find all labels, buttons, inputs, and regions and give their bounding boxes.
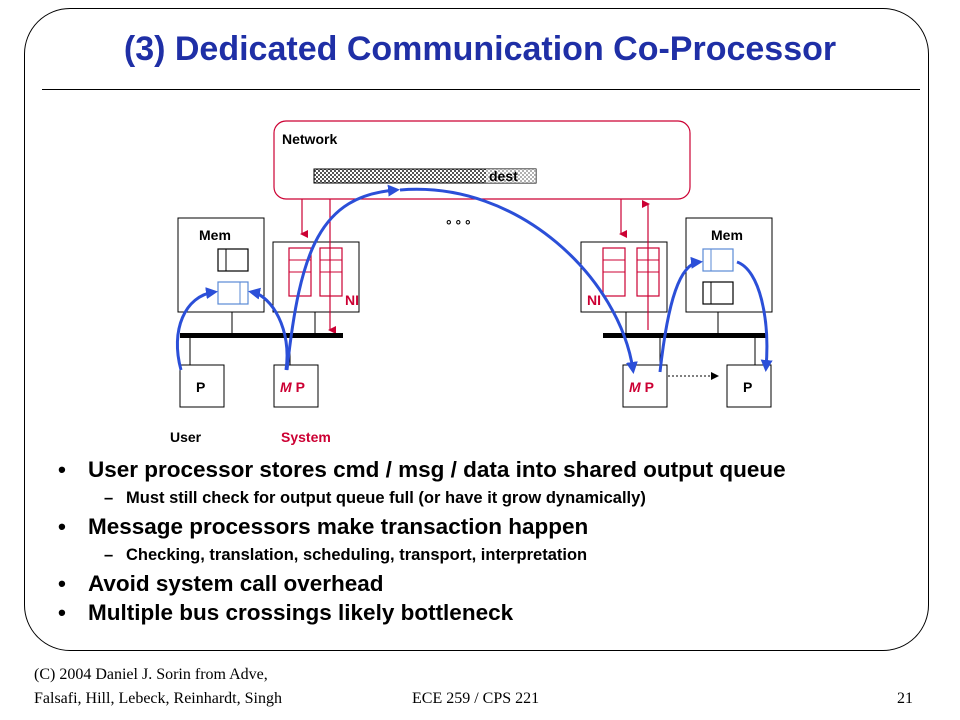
left-mp-p-label: P bbox=[296, 379, 305, 395]
network-label: Network bbox=[282, 131, 337, 147]
sub-bullet-item: –Must still check for output queue full … bbox=[58, 484, 928, 512]
slide-frame bbox=[24, 8, 929, 651]
right-input-queue bbox=[702, 248, 734, 272]
network-deliver-arrow bbox=[399, 187, 638, 374]
bullet-item: • User processor stores cmd / msg / data … bbox=[58, 455, 928, 484]
left-output-queue bbox=[217, 281, 249, 305]
footer-copyright-line1: (C) 2004 Daniel J. Sorin from Adve, bbox=[34, 666, 268, 683]
network-box: Network bbox=[273, 120, 691, 200]
svg-text:MP: MP bbox=[629, 379, 654, 395]
bullet-text: User processor stores cmd / msg / data i… bbox=[88, 457, 786, 482]
bullet-text: Avoid system call overhead bbox=[88, 571, 384, 596]
left-user-processor bbox=[179, 364, 225, 408]
bullet-item: • Avoid system call overhead bbox=[58, 569, 928, 598]
left-ni-box bbox=[272, 241, 360, 313]
title-divider bbox=[42, 89, 920, 90]
left-bus bbox=[180, 333, 343, 338]
sub-bullet-dash: – bbox=[104, 546, 114, 564]
sub-bullet-dash: – bbox=[104, 489, 114, 507]
bullet-text: Message processors make transaction happ… bbox=[88, 514, 589, 539]
user-store-arrow bbox=[176, 287, 218, 371]
svg-text:MP: MP bbox=[280, 379, 305, 395]
bullet-list: • User processor stores cmd / msg / data … bbox=[58, 455, 928, 627]
sub-bullet-item: –Checking, translation, scheduling, tran… bbox=[58, 541, 928, 569]
sub-bullet-text: Checking, translation, scheduling, trans… bbox=[126, 546, 588, 564]
network-packet: dest bbox=[313, 168, 537, 184]
bullet-text: Multiple bus crossings likely bottleneck bbox=[88, 600, 514, 625]
left-p-label: P bbox=[196, 379, 205, 395]
bullet-item: • Message processors make transaction hap… bbox=[58, 512, 928, 541]
right-mem-label: Mem bbox=[711, 227, 743, 243]
user-read-arrow bbox=[736, 260, 773, 372]
right-bus bbox=[603, 333, 767, 338]
footer-course: ECE 259 / CPS 221 bbox=[412, 690, 540, 707]
system-label: System bbox=[281, 429, 331, 445]
ellipsis: ° ° ° bbox=[446, 217, 471, 233]
slide-title: (3) Dedicated Communication Co-Processor bbox=[123, 30, 837, 68]
right-ni-label: NI bbox=[587, 292, 601, 308]
packet-dest-label: dest bbox=[489, 168, 518, 184]
mp-write-input-arrow bbox=[658, 256, 703, 373]
left-mem-label: Mem bbox=[199, 227, 231, 243]
send-to-network-arrow bbox=[285, 184, 400, 371]
bullet-item: • Multiple bus crossings likely bottlenec… bbox=[58, 598, 928, 627]
left-mem-queue bbox=[217, 248, 249, 272]
footer-copyright-line2: Falsafi, Hill, Lebeck, Reinhardt, Singh bbox=[34, 690, 282, 707]
bullet-dot: • bbox=[58, 600, 66, 625]
page-number: 21 bbox=[897, 690, 913, 707]
right-mem-queue bbox=[702, 281, 734, 305]
user-label: User bbox=[170, 429, 202, 445]
right-mp-p-label: P bbox=[645, 379, 654, 395]
left-mp-m-label: M bbox=[280, 379, 292, 395]
left-message-processor bbox=[273, 364, 319, 408]
right-p-label: P bbox=[743, 379, 752, 395]
sub-bullet-text: Must still check for output queue full (… bbox=[126, 489, 646, 507]
left-ni-label: NI bbox=[345, 292, 359, 308]
bullet-dot: • bbox=[58, 571, 66, 596]
right-mp-m-label: M bbox=[629, 379, 641, 395]
right-user-processor bbox=[726, 364, 772, 408]
bullet-dot: • bbox=[58, 457, 66, 482]
bullet-dot: • bbox=[58, 514, 66, 539]
